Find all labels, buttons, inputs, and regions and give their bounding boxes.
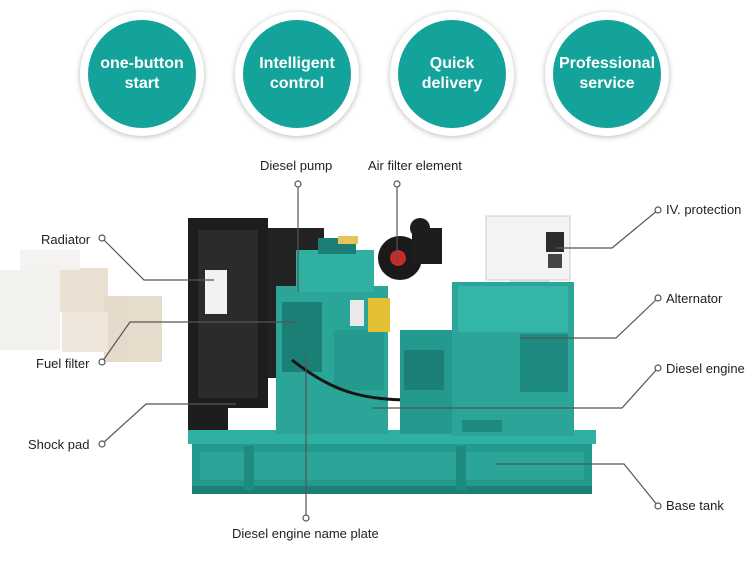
alternator-part <box>400 282 574 436</box>
callout-base-tank: Base tank <box>666 498 724 513</box>
feature-text: one-button start <box>88 20 196 128</box>
leader-lines <box>98 180 662 522</box>
air-filter-part <box>378 218 442 280</box>
feature-text: Intelligent control <box>243 20 351 128</box>
engine-part <box>276 236 411 434</box>
callout-fuel-filter: Fuel filter <box>36 356 90 371</box>
feature-badge-quick-delivery: Quick delivery <box>390 12 514 136</box>
callout-diesel-pump: Diesel pump <box>260 158 333 173</box>
feature-text: Quick delivery <box>398 20 506 128</box>
background-boxes <box>0 250 162 362</box>
control-panel-part <box>485 215 571 292</box>
callout-alternator: Alternator <box>666 291 723 306</box>
feature-badge-professional-service: Professional service <box>545 12 669 136</box>
callout-diesel-engine: Diesel engine <box>666 361 745 376</box>
feature-badge-intelligent-control: Intelligent control <box>235 12 359 136</box>
feature-badge-one-button-start: one-button start <box>80 12 204 136</box>
callout-air-filter-element: Air filter element <box>368 158 462 173</box>
callout-shock-pad: Shock pad <box>28 437 90 452</box>
callout-diesel-engine-name-plate: Diesel engine name plate <box>232 526 379 541</box>
feature-text: Professional service <box>553 20 661 128</box>
callout-protection: IV. protection <box>666 202 742 217</box>
base-tank-frame <box>188 430 596 494</box>
callout-radiator: Radiator <box>41 232 91 247</box>
